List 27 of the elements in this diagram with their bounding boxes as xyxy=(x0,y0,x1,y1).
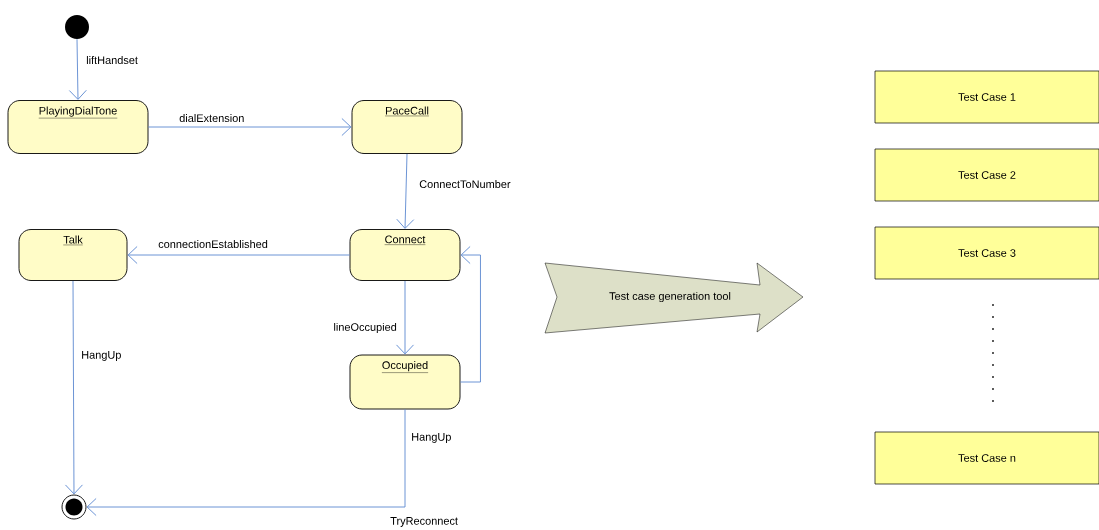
state-box: PaceCall xyxy=(351,100,463,154)
arrow xyxy=(460,246,481,383)
test-case-box: Test Case 3 xyxy=(874,226,1099,280)
arrow xyxy=(148,118,352,136)
edge-label: lineOccupied xyxy=(332,321,398,335)
edge-label: ConnectToNumber xyxy=(418,179,512,190)
test-case-box: Test Case 1 xyxy=(874,70,1099,124)
arrow xyxy=(86,409,406,516)
arrow xyxy=(396,280,414,355)
state-box: Connect xyxy=(349,229,461,281)
edge-label: dialExtension xyxy=(178,113,246,124)
test-case-box: Test Case 2 xyxy=(874,148,1099,202)
state-box: Occupied xyxy=(349,354,461,410)
test-case-box: Test Case n xyxy=(874,431,1099,485)
state-box: PlayingDialTone xyxy=(7,100,149,154)
edge-label: HangUp xyxy=(80,350,123,362)
edge-label: connectionEstablished xyxy=(157,239,269,250)
final-state xyxy=(61,494,87,520)
arrow xyxy=(68,38,87,100)
arrow xyxy=(65,280,83,495)
edge-label: liftHandset xyxy=(85,55,139,65)
transition-label: TryReconnect xyxy=(390,517,458,527)
state-box: Talk xyxy=(18,229,128,281)
arrow xyxy=(396,153,415,229)
arrow xyxy=(127,246,350,264)
initial-state xyxy=(65,15,89,39)
edge-label: HangUp xyxy=(410,432,453,444)
